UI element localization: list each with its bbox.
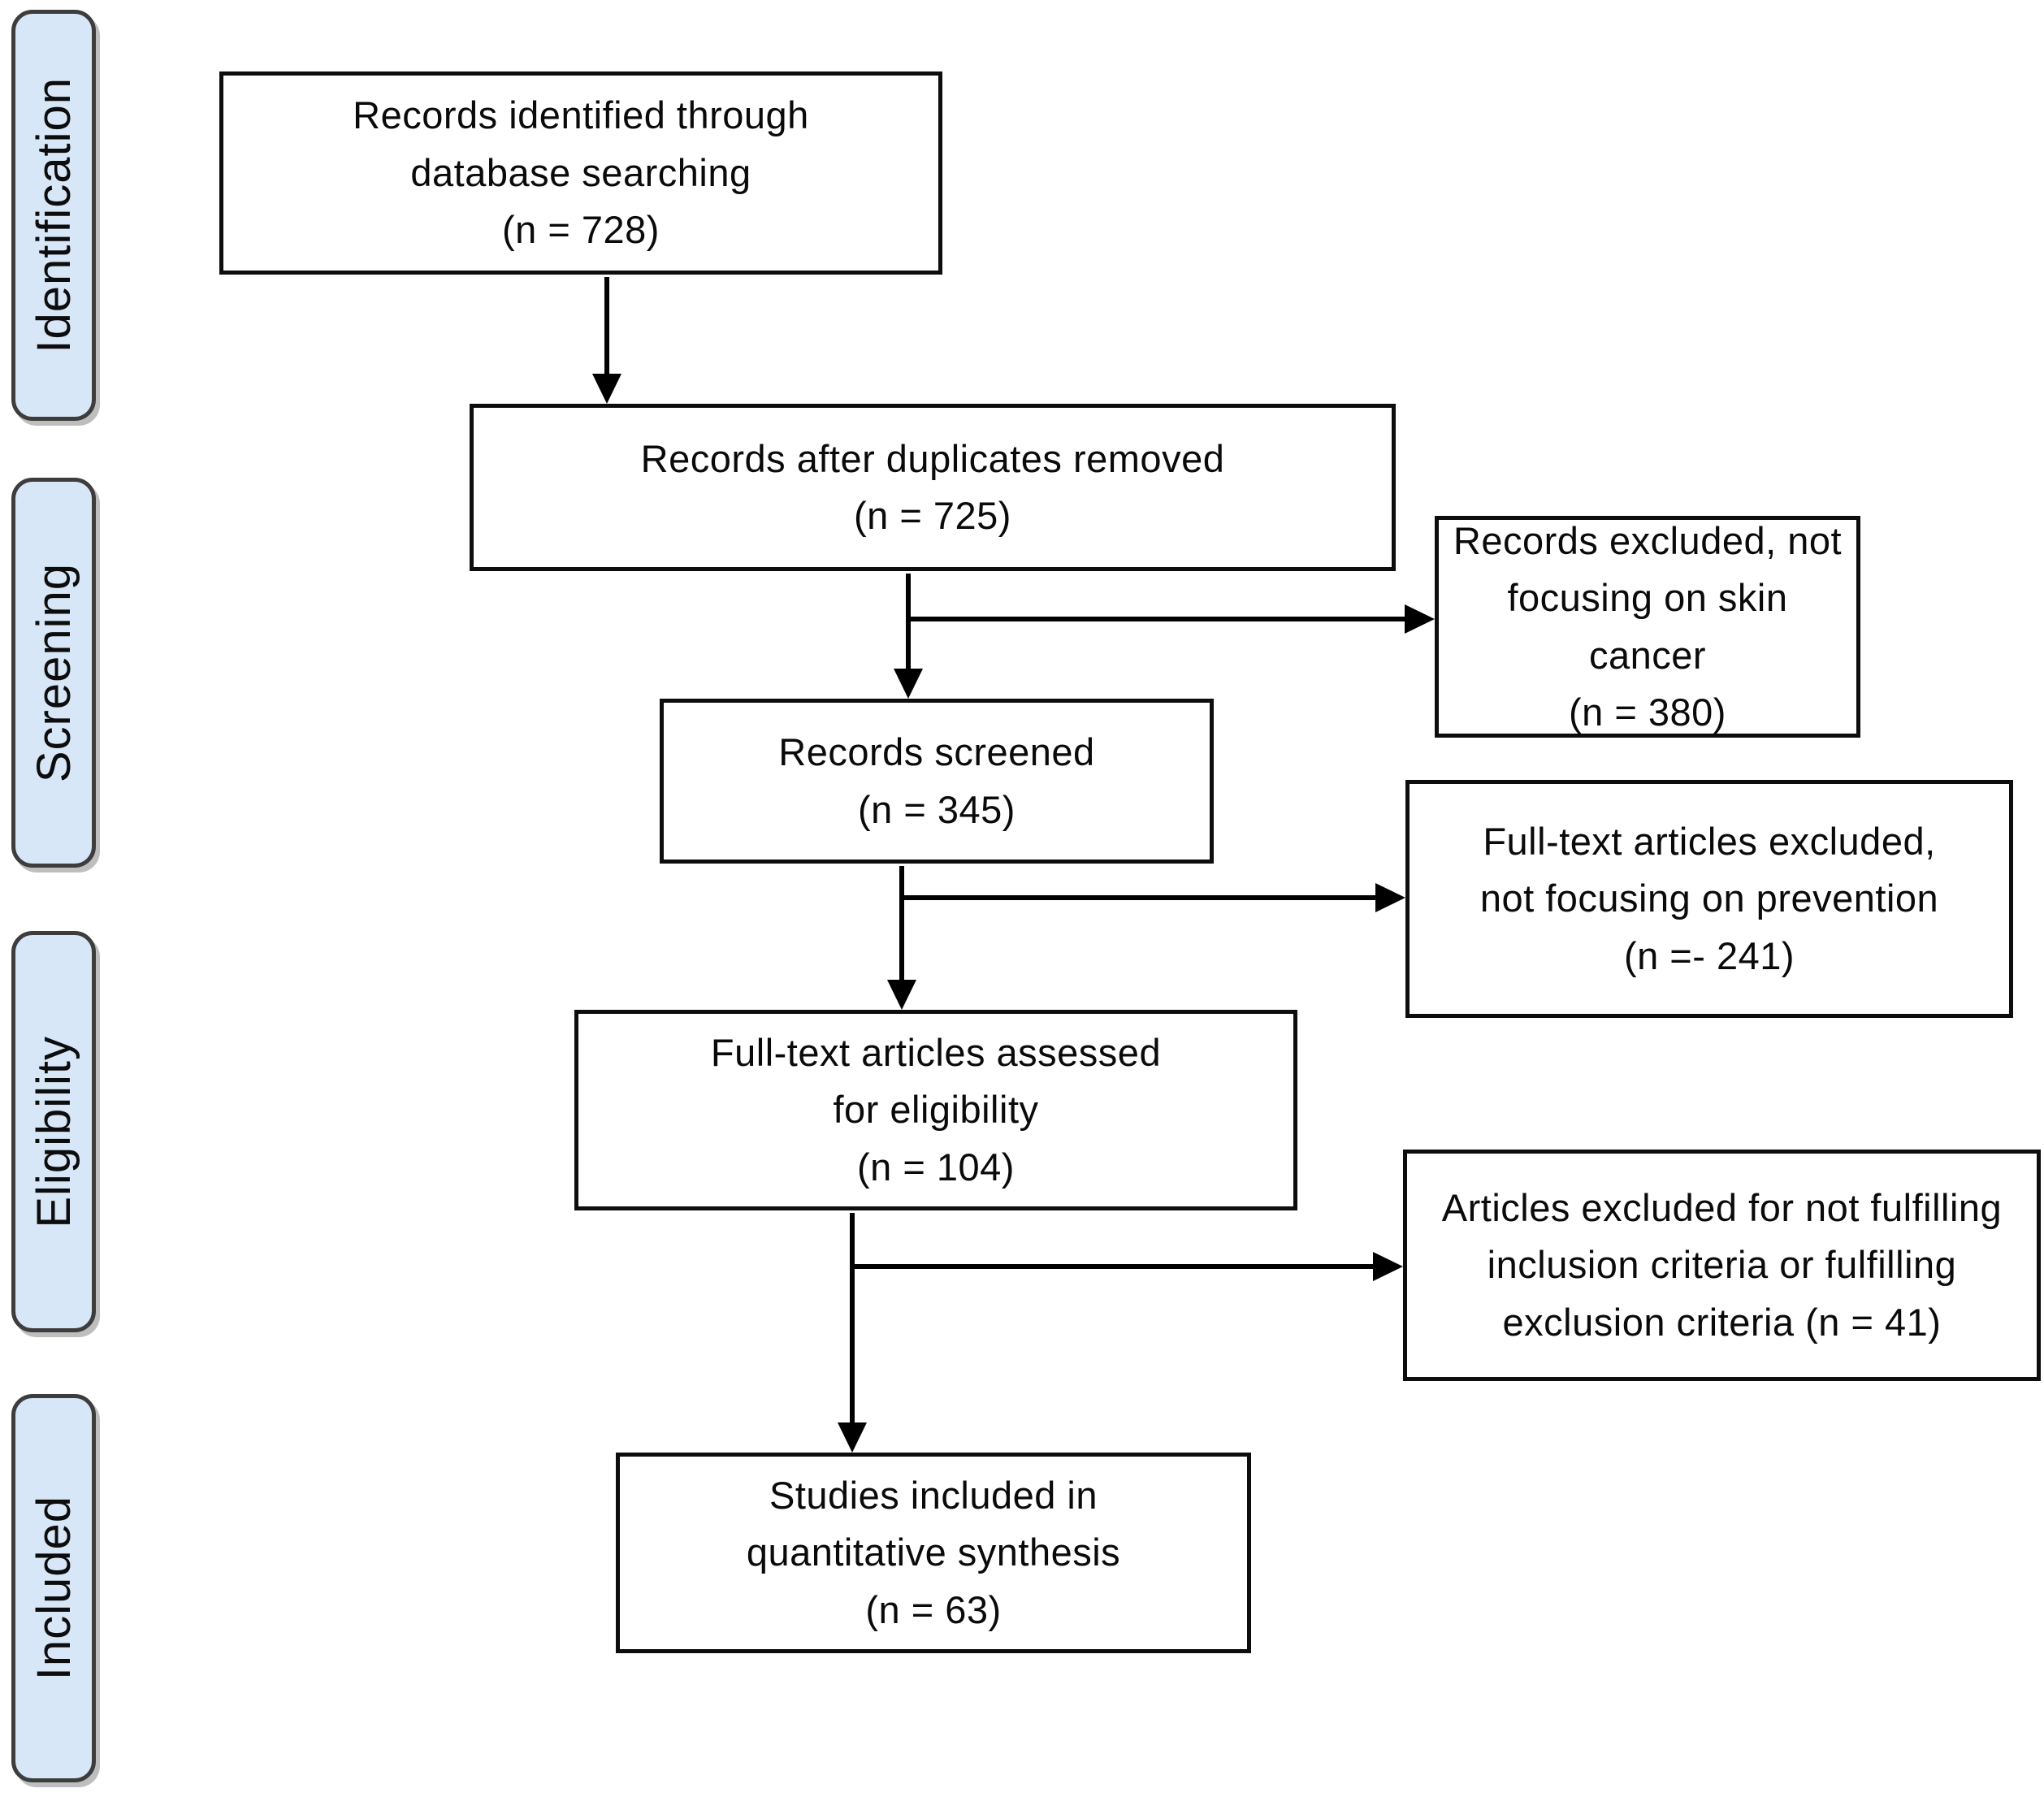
stage-label-included-text: Included <box>27 1496 80 1681</box>
flow-box-studies-included: Studies included in quantitative synthes… <box>616 1453 1251 1653</box>
arrow-duplicates-to-screened <box>894 574 923 699</box>
stage-label-eligibility: Eligibility <box>11 931 96 1332</box>
flow-box-records-identified: Records identified through database sear… <box>219 71 942 275</box>
exclusion-box-records-excluded: Records excluded, not focusing on skin c… <box>1435 516 1860 738</box>
stage-label-identification-text: Identification <box>27 77 80 353</box>
arrow-identified-to-duplicates <box>592 277 621 404</box>
exclusion-box-articles-excluded: Articles excluded for not fulfilling inc… <box>1403 1150 2041 1381</box>
flow-box-records-after-duplicates: Records after duplicates removed (n = 72… <box>470 404 1396 571</box>
exclusion-box-fulltext-excluded: Full-text articles excluded, not focusin… <box>1405 780 2013 1018</box>
stage-label-included: Included <box>11 1394 96 1782</box>
arrow-screened-to-fulltext <box>887 866 916 1010</box>
arrow-to-fulltext-excluded <box>902 883 1405 912</box>
stage-label-identification: Identification <box>11 10 96 421</box>
flow-box-records-screened: Records screened (n = 345) <box>660 699 1214 864</box>
flow-box-fulltext-assessed: Full-text articles assessed for eligibil… <box>574 1010 1297 1210</box>
stage-label-screening-text: Screening <box>27 562 80 783</box>
stage-label-screening: Screening <box>11 478 96 868</box>
arrow-fulltext-to-studies <box>838 1213 867 1453</box>
stage-label-eligibility-text: Eligibility <box>27 1035 80 1228</box>
arrow-to-records-excluded <box>908 604 1435 634</box>
arrow-to-articles-excluded <box>852 1252 1403 1281</box>
